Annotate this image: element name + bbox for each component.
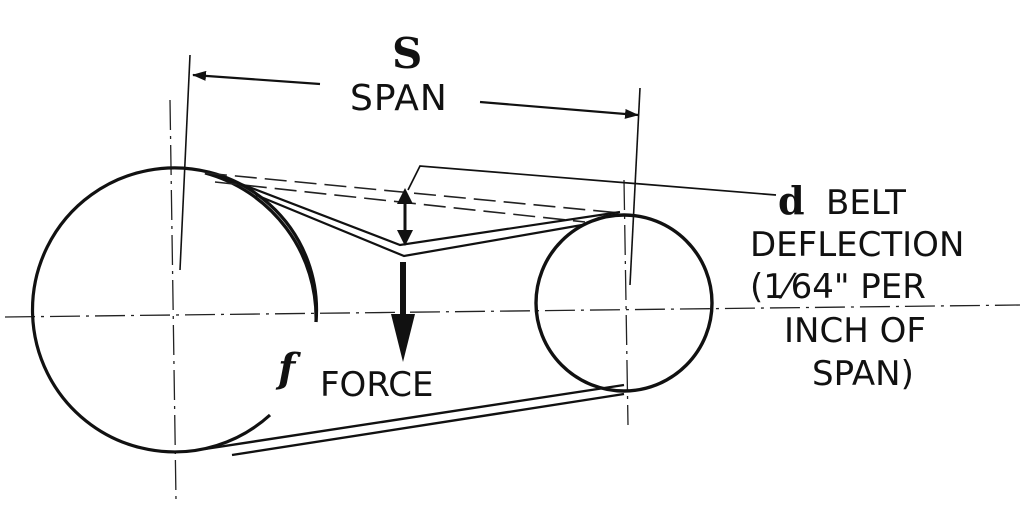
- force-arrow-head: [391, 314, 415, 362]
- large-pulley-vertical-centerline: [169, 99, 177, 501]
- large-pulley-belt-wrap: [204, 171, 318, 323]
- deflection-label-line5: SPAN): [812, 354, 914, 394]
- span-label: SPAN: [350, 78, 448, 119]
- small-pulley-outline: [534, 213, 714, 393]
- deflection-label-line1: BELT: [826, 183, 906, 223]
- deflection-symbol: d: [778, 178, 805, 223]
- span-arrow-left: [192, 70, 321, 86]
- force-label: FORCE: [320, 365, 433, 405]
- deflection-arrow-head-down: [397, 230, 413, 246]
- belt-lower-run-inner: [231, 392, 625, 457]
- span-extension-right: [629, 87, 641, 286]
- force-symbol: f: [275, 345, 301, 392]
- large-pulley-outline: [30, 166, 319, 454]
- deflection-label-line4: INCH OF: [784, 311, 926, 351]
- belt-original-position-upper: [204, 172, 621, 214]
- span-symbol: S: [392, 29, 422, 78]
- belt-deflected-upper-inner: [255, 193, 583, 258]
- small-pulley-vertical-centerline: [623, 179, 629, 426]
- force-arrow-stem: [400, 262, 406, 320]
- span-extension-left: [179, 54, 191, 271]
- belt-lower-run-outer: [204, 383, 625, 451]
- deflection-label-line2: DEFLECTION: [750, 225, 964, 265]
- deflection-leader-line: [407, 165, 777, 196]
- deflection-label-line3: (1⁄64" PER: [750, 267, 926, 307]
- belt-deflected-upper-outer: [235, 180, 621, 247]
- deflection-arrow-head-up: [397, 188, 413, 204]
- span-arrow-right: [479, 100, 639, 119]
- horizontal-centerline: [4, 304, 1021, 318]
